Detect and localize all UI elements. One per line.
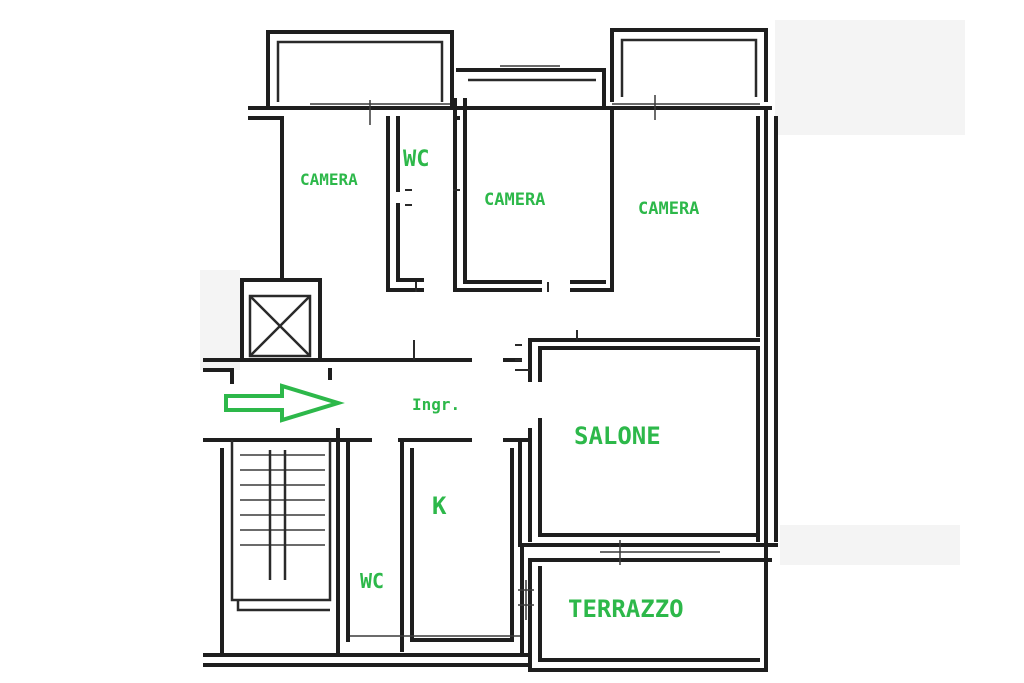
room-label-kitchen: K	[432, 492, 447, 520]
room-label-camera-1: CAMERA	[300, 170, 358, 189]
interior-walls	[386, 98, 778, 672]
doors-windows	[310, 65, 760, 637]
room-label-wc-2: WC	[360, 569, 384, 593]
balcony-top-right	[610, 28, 768, 102]
room-label-wc-1: WC	[403, 147, 430, 172]
staircase	[230, 440, 332, 612]
room-label-camera-2: CAMERA	[484, 190, 545, 210]
room-label-camera-3: CAMERA	[638, 199, 699, 219]
room-label-salone: SALONE	[574, 422, 661, 450]
scan-haze-top-right	[775, 20, 965, 135]
room-label-terrazzo: TERRAZZO	[568, 595, 684, 623]
exterior-walls	[203, 68, 778, 672]
scan-haze-left	[200, 270, 240, 370]
scan-haze-mid-right	[780, 525, 960, 565]
entrance-arrow-icon	[224, 383, 345, 423]
room-label-ingresso: Ingr.	[412, 395, 460, 414]
balcony-top-left	[266, 30, 454, 107]
elevator-shaft	[248, 294, 312, 358]
